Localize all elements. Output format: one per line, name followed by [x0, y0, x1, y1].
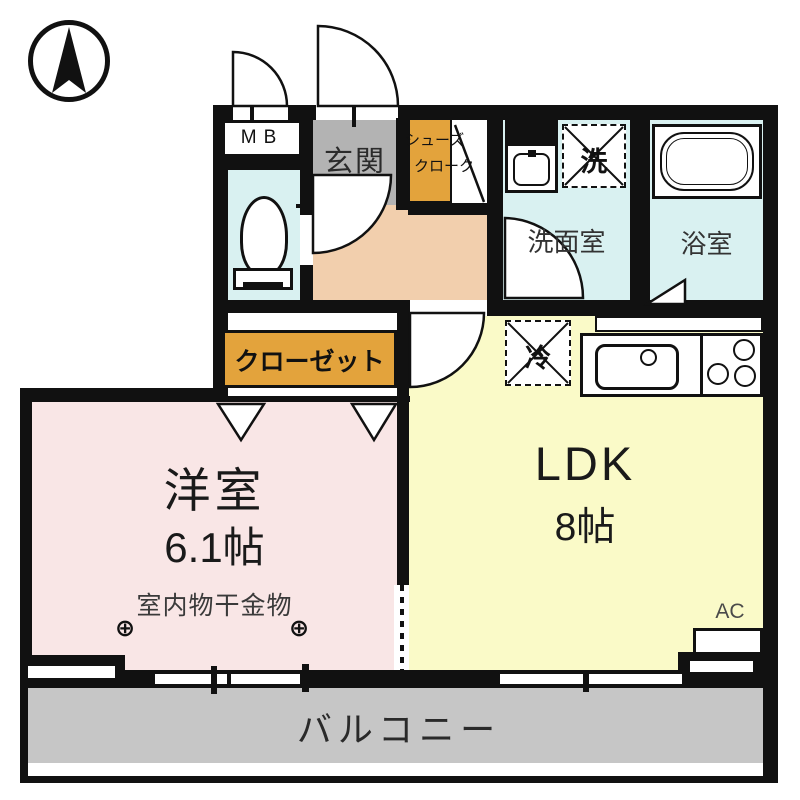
wall-closet-bottom-line [222, 396, 410, 402]
wall-balcony-bottom [20, 776, 778, 783]
kitchen-cabinet [595, 316, 763, 332]
doorframe-tick [352, 103, 356, 127]
washroom-label: 洗面室 [527, 227, 606, 257]
partition-dashed-line [400, 585, 404, 672]
wall-hall-right [487, 118, 503, 316]
balcony-label: バルコニー [296, 711, 502, 750]
refrigerator-cross [507, 322, 569, 384]
bathroom-label: 浴室 [680, 229, 733, 259]
ac-unit-box [693, 628, 763, 655]
entrance-label: 玄関 [323, 146, 386, 178]
compass [28, 20, 110, 102]
doorway-toilet [300, 215, 313, 265]
folding-door-icon [349, 402, 399, 443]
doorframe-tick [250, 105, 254, 127]
bathtub-inner2 [666, 138, 748, 185]
stove-burner [734, 365, 756, 387]
wall-balcony-left [20, 688, 28, 783]
wall-wash-bath-divider [630, 118, 650, 302]
western-room-note: 室内物干金物 [136, 592, 293, 620]
door-arc-entrance-hall [311, 173, 393, 255]
wall-left-upper [213, 105, 228, 400]
door-arc-entrance-outer [316, 24, 400, 108]
door-arc-ldk [408, 311, 486, 389]
ac-label: AC [715, 600, 745, 623]
wall-ldk-top [487, 300, 778, 316]
washing-machine-label: 洗 [580, 147, 608, 177]
shoe-closet-box [408, 118, 452, 203]
wall-mb-bottom [222, 155, 302, 170]
closet-label: クローゼット [234, 348, 385, 376]
shoe-closet-label-line2: クローク [414, 157, 475, 175]
window-ac-slot [690, 661, 753, 672]
doorframe-tick [296, 204, 318, 208]
wall-shoecloset-bottom [408, 203, 487, 215]
door-arc-washroom [503, 216, 585, 300]
toilet-icon [240, 196, 288, 276]
doorway-meter-box [233, 105, 288, 120]
stove-burner [733, 339, 755, 361]
kitchen-faucet [640, 349, 657, 366]
kitchen-sink-icon [595, 344, 679, 390]
meter-box-label: MB [240, 127, 284, 148]
meter-box [222, 120, 302, 157]
door-arc-meter-box [231, 50, 289, 108]
doorway-entrance [316, 105, 398, 120]
shoe-closet-label-line1: シューズ [405, 132, 465, 149]
wall-hall-bottom [228, 300, 410, 313]
western-room-name: 洋室 [163, 464, 266, 517]
western-room-size: 6.1帖 [164, 524, 265, 571]
wall-right [763, 105, 778, 783]
window-mullion [583, 672, 589, 692]
folding-door-icon [215, 402, 267, 443]
wall-entrance-right [396, 118, 408, 210]
washbasin-bowl [513, 153, 550, 186]
western-room-floor [32, 400, 397, 670]
washbasin-faucet [528, 150, 536, 157]
window-western-left [28, 666, 115, 678]
kitchen-counter-divider [700, 333, 703, 397]
balcony-edge-strip [28, 763, 770, 776]
laundry-hook-icon: ⊕ [114, 615, 136, 642]
refrigerator-label: 冷 [524, 343, 551, 373]
shoe-closet-diagonal [453, 124, 486, 203]
toilet-base [243, 282, 283, 287]
bathtub-inner [660, 132, 754, 191]
ldk-name: LDK [534, 437, 636, 490]
balcony-floor [20, 688, 778, 763]
closet-box [222, 330, 397, 388]
washing-machine-cross [564, 126, 624, 186]
ldk-size: 8帖 [554, 506, 616, 549]
doorframe-tick [211, 666, 217, 694]
laundry-hook-icon: ⊕ [288, 615, 310, 642]
stove-burner [707, 363, 729, 385]
window-ldk-balcony [500, 674, 682, 684]
wall-ldk-left [397, 300, 409, 585]
wall-western-top [20, 388, 228, 402]
washbasin-backwall [505, 118, 558, 143]
wall-western-left [20, 388, 32, 688]
north-arrow-icon [52, 27, 86, 93]
doorframe-tick [302, 664, 309, 692]
window-mullion [227, 674, 231, 684]
door-bathroom [642, 277, 687, 306]
shoe-closet-label: シューズ クローク [405, 128, 497, 179]
